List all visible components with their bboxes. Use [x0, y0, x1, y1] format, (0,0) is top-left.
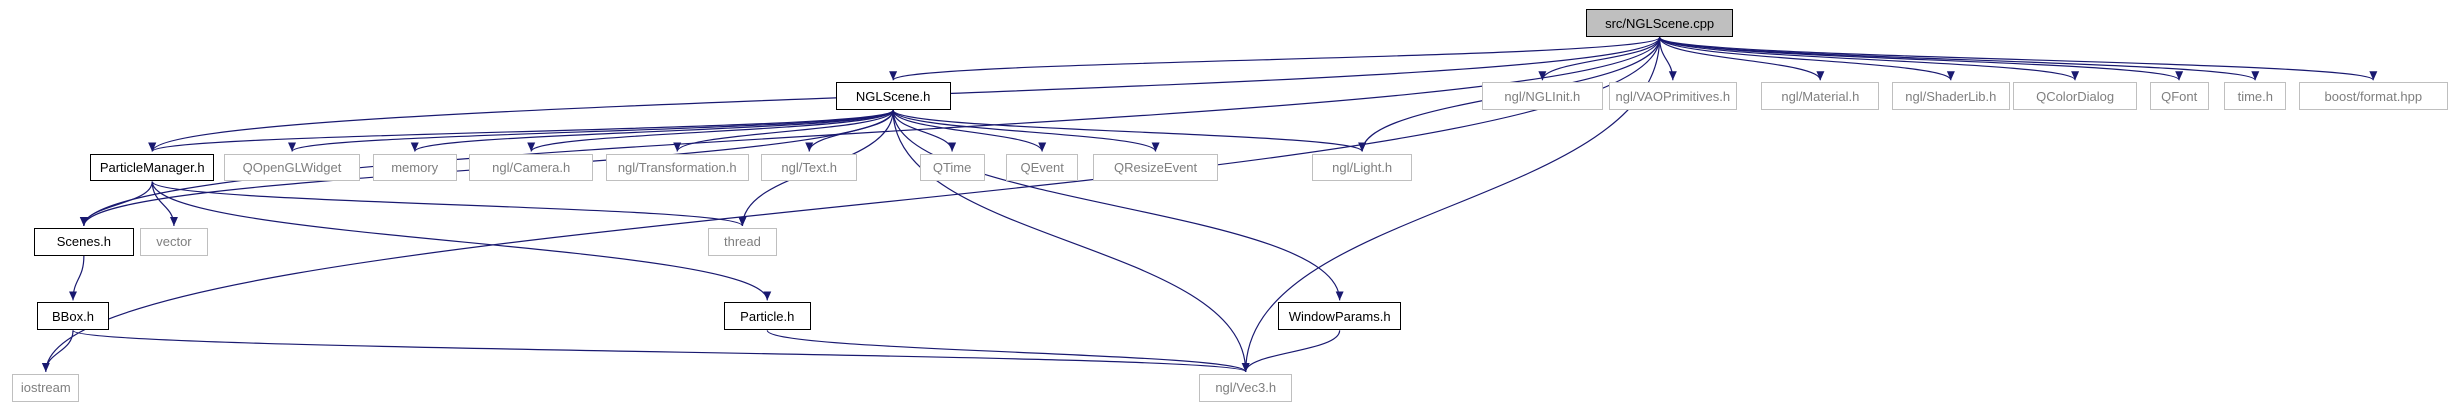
node-windowparams-h[interactable]: WindowParams.h [1278, 302, 1401, 331]
node-thread: thread [708, 227, 777, 256]
edge-nglscene-to-qopengl [288, 109, 894, 153]
edge-root-to-vaoprim [1659, 37, 1677, 81]
edge-root-to-shaderlib [1659, 36, 1955, 81]
node-memory: memory [372, 153, 457, 182]
edge-root-to-timeh [1659, 36, 2260, 81]
node-qfont: QFont [2149, 82, 2209, 111]
edge-nglscene-to-camera [527, 109, 894, 153]
edge-nglscene-to-qtime [892, 110, 957, 152]
node-iostream: iostream [12, 373, 80, 402]
edge-root-to-qcolordialog [1659, 36, 2079, 81]
node-bbox-h[interactable]: BBox.h [37, 302, 109, 331]
edge-particlemanager-to-vector [151, 181, 178, 226]
node-ngl-material-h: ngl/Material.h [1761, 82, 1880, 111]
node-qcolordialog: QColorDialog [2012, 82, 2138, 111]
node-qopenglwidget: QOpenGLWidget [223, 153, 361, 182]
node-ngl-transformation-h: ngl/Transformation.h [605, 153, 749, 182]
edge-particlemanager-to-thread [151, 180, 747, 227]
node-particle-h[interactable]: Particle.h [723, 302, 811, 331]
edge-nglscene-to-light [892, 109, 1366, 153]
edge-nglscene-to-qresize [892, 109, 1160, 152]
node-ngl-text-h: ngl/Text.h [761, 153, 858, 182]
node-scenes-h[interactable]: Scenes.h [34, 227, 134, 256]
edge-nglscene-to-transformation [673, 109, 894, 152]
node-vector: vector [139, 227, 209, 256]
node-boost-format-hpp: boost/format.hpp [2298, 82, 2448, 111]
edge-nglscene-to-particlemanager [148, 109, 894, 153]
node-ngl-light-h: ngl/Light.h [1312, 153, 1412, 182]
edge-bbox-to-iostream [41, 330, 74, 372]
node-particlemanager-h[interactable]: ParticleManager.h [90, 153, 215, 182]
edge-root-to-nglscene [889, 36, 1661, 81]
edge-root-to-scenes [80, 37, 1661, 226]
node-ngl-shaderlib-h: ngl/ShaderLib.h [1891, 82, 2010, 111]
node-qresizeevent: QResizeEvent [1093, 153, 1218, 182]
edge-scenes-to-bbox [69, 255, 85, 301]
edge-nglscene-to-vec3 [892, 110, 1250, 372]
node-ngl-vaoprimitives-h: ngl/VAOPrimitives.h [1609, 82, 1737, 111]
node-nglscene-h[interactable]: NGLScene.h [835, 82, 951, 111]
edge-windowparams-to-vec3 [1241, 330, 1341, 372]
node-qevent: QEvent [1006, 153, 1078, 182]
edge-particle-to-vec3 [766, 329, 1250, 373]
node-ngl-vec3-h: ngl/Vec3.h [1199, 373, 1293, 402]
edge-root-to-boostformat [1659, 36, 2378, 81]
node-time-h: time.h [2224, 82, 2287, 111]
edge-nglscene-to-qevent [892, 109, 1047, 152]
edge-particlemanager-to-scenes [79, 181, 153, 227]
node-ngl-nglinit-h: ngl/NGLInit.h [1481, 82, 1603, 111]
edge-nglscene-to-memory [410, 109, 894, 153]
edge-nglscene-to-windowparams [892, 110, 1344, 301]
edge-particlemanager-to-particle [151, 181, 772, 301]
edge-root-to-nglinit [1538, 37, 1661, 81]
node-root-nglscene-cpp[interactable]: src/NGLScene.cpp [1585, 9, 1734, 38]
edge-root-to-material [1659, 37, 1825, 81]
edge-bbox-to-vec3 [72, 329, 1250, 373]
node-ngl-camera-h: ngl/Camera.h [469, 153, 594, 182]
node-qtime: QTime [919, 153, 985, 182]
edge-nglscene-to-text [805, 109, 894, 152]
